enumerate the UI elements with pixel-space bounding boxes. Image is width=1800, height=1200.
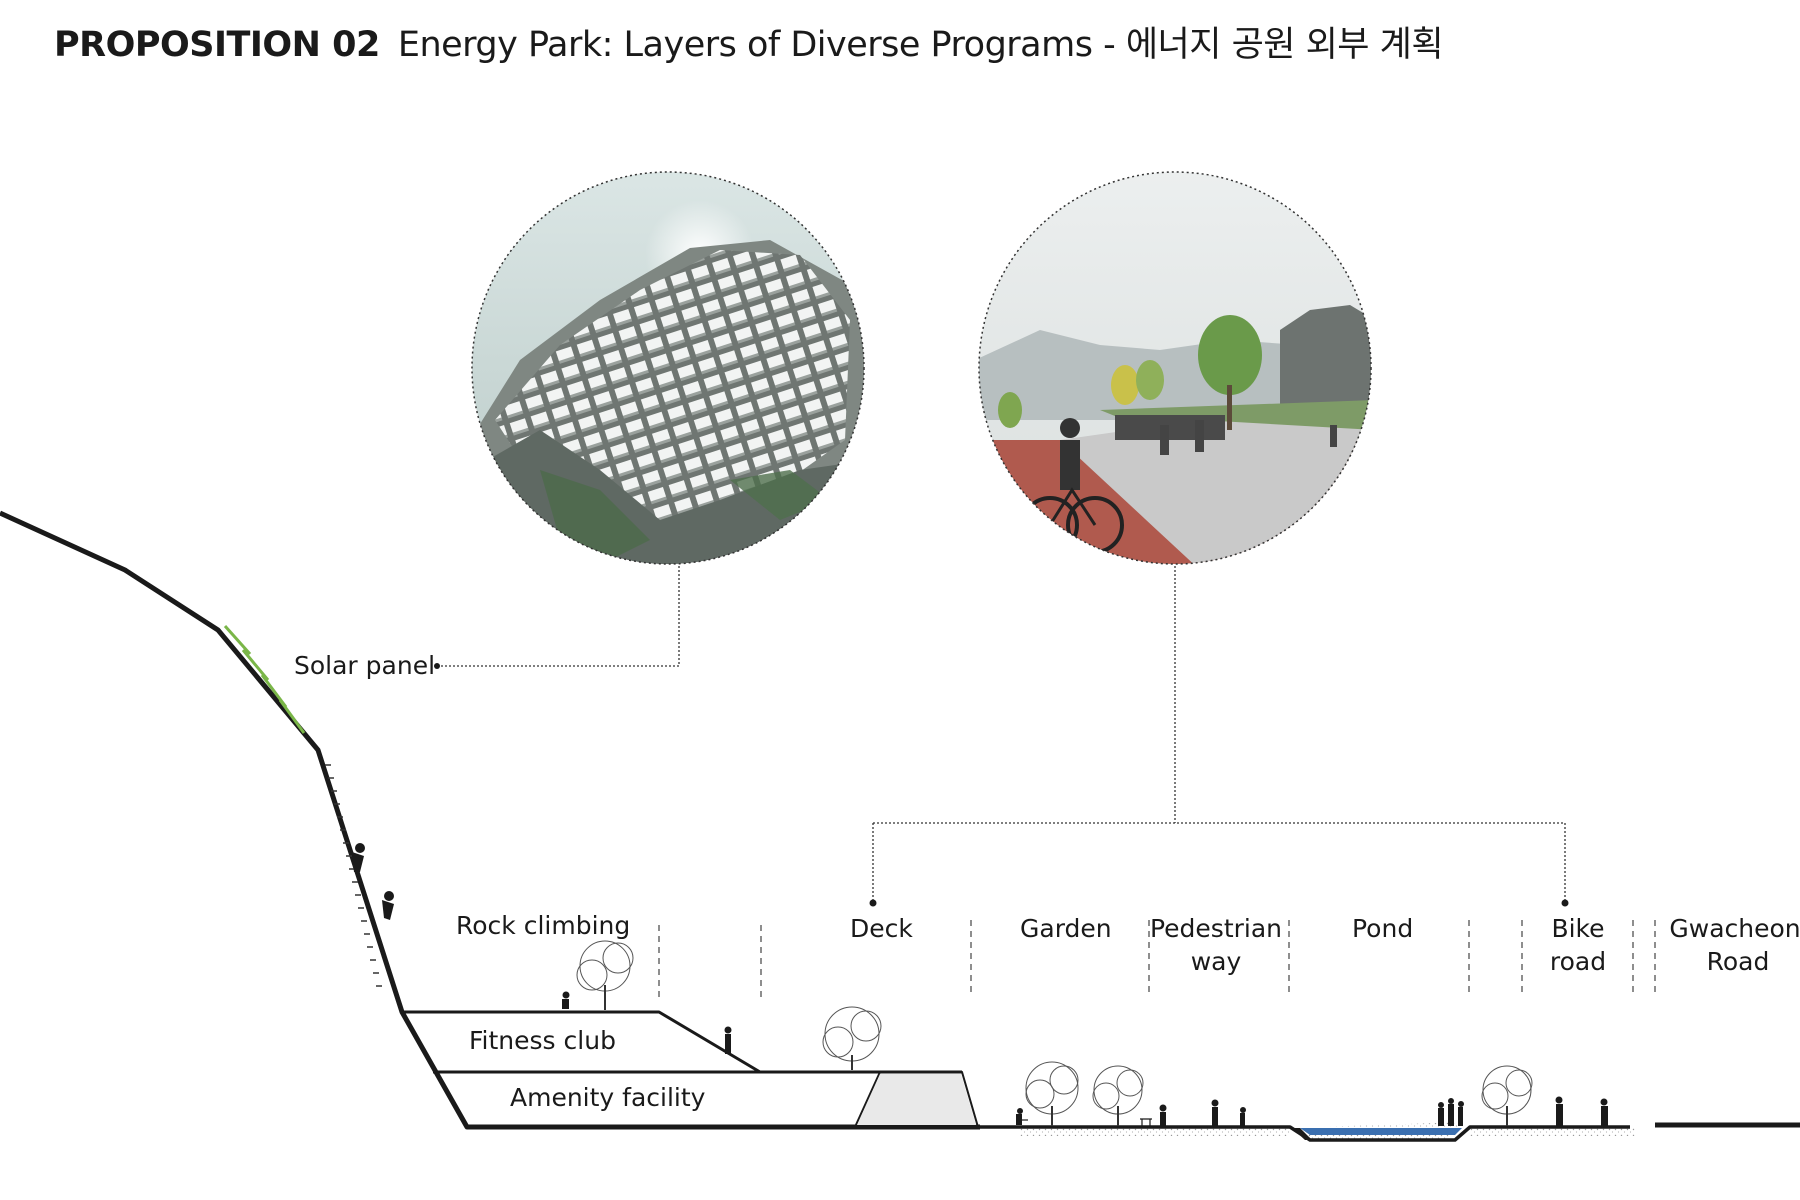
climbing-wall-holds xyxy=(325,764,382,987)
title-subtitle: Energy Park: Layers of Diverse Programs … xyxy=(397,25,1444,65)
label-garden: Garden xyxy=(1020,914,1112,943)
zone-dividers xyxy=(658,920,1656,1000)
climber-figures xyxy=(352,843,394,920)
solar-panel-cliff-image xyxy=(472,172,864,564)
label-gwacheon-road-line1: Gwacheon xyxy=(1669,914,1800,943)
deck-marker xyxy=(869,899,877,907)
label-pond: Pond xyxy=(1352,914,1413,943)
leader-lines xyxy=(437,566,1566,902)
deck-structure xyxy=(857,1074,976,1125)
label-gwacheon-road-line2: Road xyxy=(1707,947,1770,976)
bike-road-marker xyxy=(1561,899,1569,907)
ground-profile xyxy=(0,510,1800,1142)
label-amenity-facility: Amenity facility xyxy=(510,1083,706,1112)
label-pedestrian-way-line1: Pedestrian xyxy=(1150,914,1282,943)
person-icon xyxy=(562,991,1608,1126)
label-rock-climbing: Rock climbing xyxy=(456,911,630,940)
label-deck: Deck xyxy=(850,914,913,943)
label-pedestrian-way-line2: way xyxy=(1191,947,1242,976)
garden-gravel xyxy=(1020,1128,1290,1136)
tree-icon xyxy=(576,940,1533,1126)
bench-icon xyxy=(1018,1118,1152,1126)
label-solar-panel: Solar panel xyxy=(294,651,435,680)
pond-water xyxy=(1300,1128,1462,1135)
park-image-border xyxy=(978,171,1372,565)
path-gravel xyxy=(1470,1128,1635,1136)
title-proposition: PROPOSITION 02 xyxy=(54,25,380,65)
solar-panel-strips xyxy=(223,625,306,734)
park-cyclist-image xyxy=(979,172,1371,564)
page-title: PROPOSITION 02 Energy Park: Layers of Div… xyxy=(54,16,1444,67)
label-bike-road-line2: road xyxy=(1550,947,1606,976)
solar-panel-image-border xyxy=(471,171,865,565)
label-fitness-club: Fitness club xyxy=(469,1026,616,1055)
solar-panel-marker xyxy=(434,663,440,669)
label-bike-road-line1: Bike xyxy=(1551,914,1604,943)
pond-edge-left xyxy=(1292,1128,1312,1140)
